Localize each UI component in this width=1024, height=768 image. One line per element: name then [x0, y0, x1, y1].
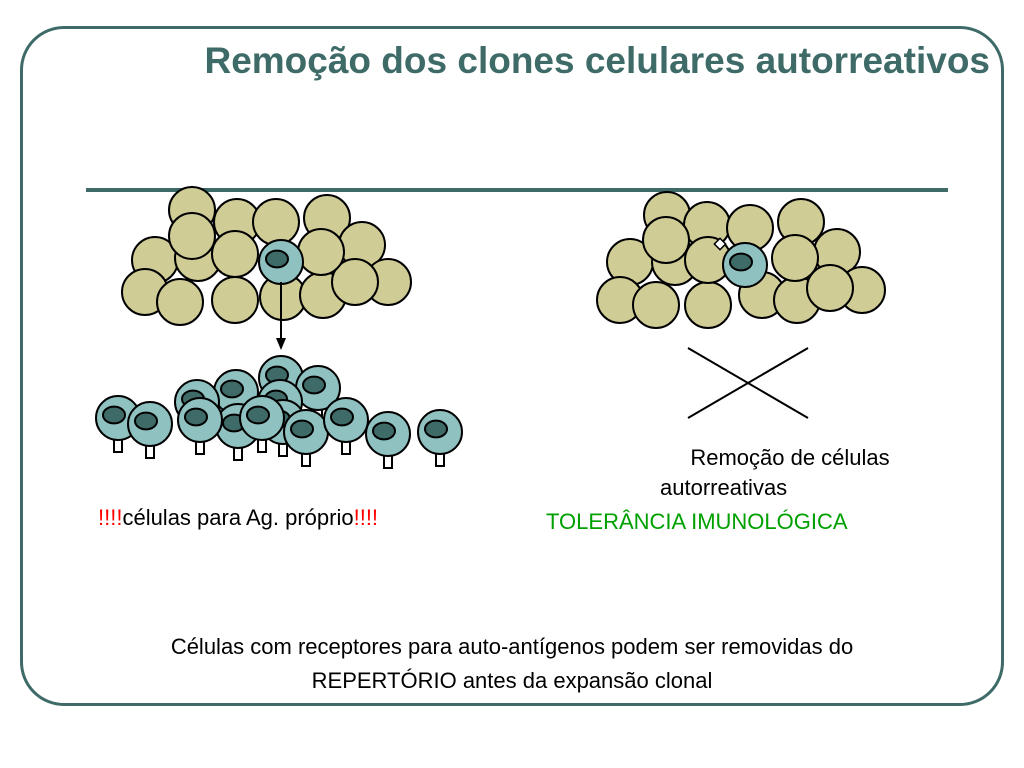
cell-nucleus: [102, 405, 126, 425]
removal-line-1: Remoção de células: [690, 445, 890, 470]
left-cell-cluster: [121, 186, 412, 326]
autoreactive-cell: [258, 239, 304, 285]
expanded-clone-group: [95, 355, 463, 469]
slide-frame: [20, 26, 1004, 706]
cell-nucleus: [330, 407, 354, 427]
footer-line-1: Células com receptores para auto-antígen…: [170, 634, 854, 659]
normal-cell: [156, 278, 204, 326]
normal-cell: [806, 264, 854, 312]
cell-nucleus: [134, 411, 158, 431]
normal-cell: [168, 212, 216, 260]
self-antigen-cells-label: !!!!células para Ag. próprio!!!!: [98, 505, 378, 531]
cell-nucleus: [246, 405, 270, 425]
normal-cell: [211, 230, 259, 278]
cell-nucleus: [290, 419, 314, 439]
normal-cell: [331, 258, 379, 306]
autoreactive-cell: [283, 409, 329, 467]
normal-cell: [297, 228, 345, 276]
cell-nucleus: [184, 407, 208, 427]
cell-nucleus: [302, 375, 326, 395]
normal-cell: [252, 198, 300, 246]
normal-cell: [684, 281, 732, 329]
emphasis-marks-right: !!!!: [353, 505, 379, 530]
normal-cell: [642, 216, 690, 264]
footer-line-2: REPERTÓRIO antes da expansão clonal: [311, 668, 713, 693]
cell-nucleus: [265, 249, 289, 269]
removal-line-2: autorreativas: [660, 475, 788, 500]
autoreactive-cell: [127, 401, 173, 459]
expansion-arrow: [276, 282, 286, 350]
cell-nucleus: [372, 421, 396, 441]
normal-cell: [211, 276, 259, 324]
autoreactive-cell: [323, 397, 369, 455]
autoreactive-cell: [417, 409, 463, 467]
normal-cell: [771, 234, 819, 282]
emphasis-marks-left: !!!!: [98, 505, 123, 530]
cell-nucleus: [424, 419, 448, 439]
autoreactive-cell: [239, 395, 285, 453]
autoreactive-cell: [365, 411, 411, 469]
cell-nucleus: [220, 379, 244, 399]
autoreactive-cell: [177, 397, 223, 455]
right-cell-cluster: [596, 191, 886, 329]
blocked-cross: [687, 347, 809, 419]
normal-cell: [632, 281, 680, 329]
cell-nucleus: [729, 252, 753, 272]
footer-caption: Células com receptores para auto-antígen…: [40, 630, 984, 698]
autoreactive-cell: [722, 242, 768, 288]
tolerance-label: TOLERÂNCIA IMUNOLÓGICA: [546, 509, 848, 534]
antigen-marker: [713, 237, 727, 251]
self-antigen-text: células para Ag. próprio: [122, 505, 354, 530]
title-rule: [86, 188, 948, 192]
removal-label: Remoção de células autorreativas: [640, 443, 940, 503]
slide-title: Remoção dos clones celulares autorreativ…: [204, 40, 990, 81]
